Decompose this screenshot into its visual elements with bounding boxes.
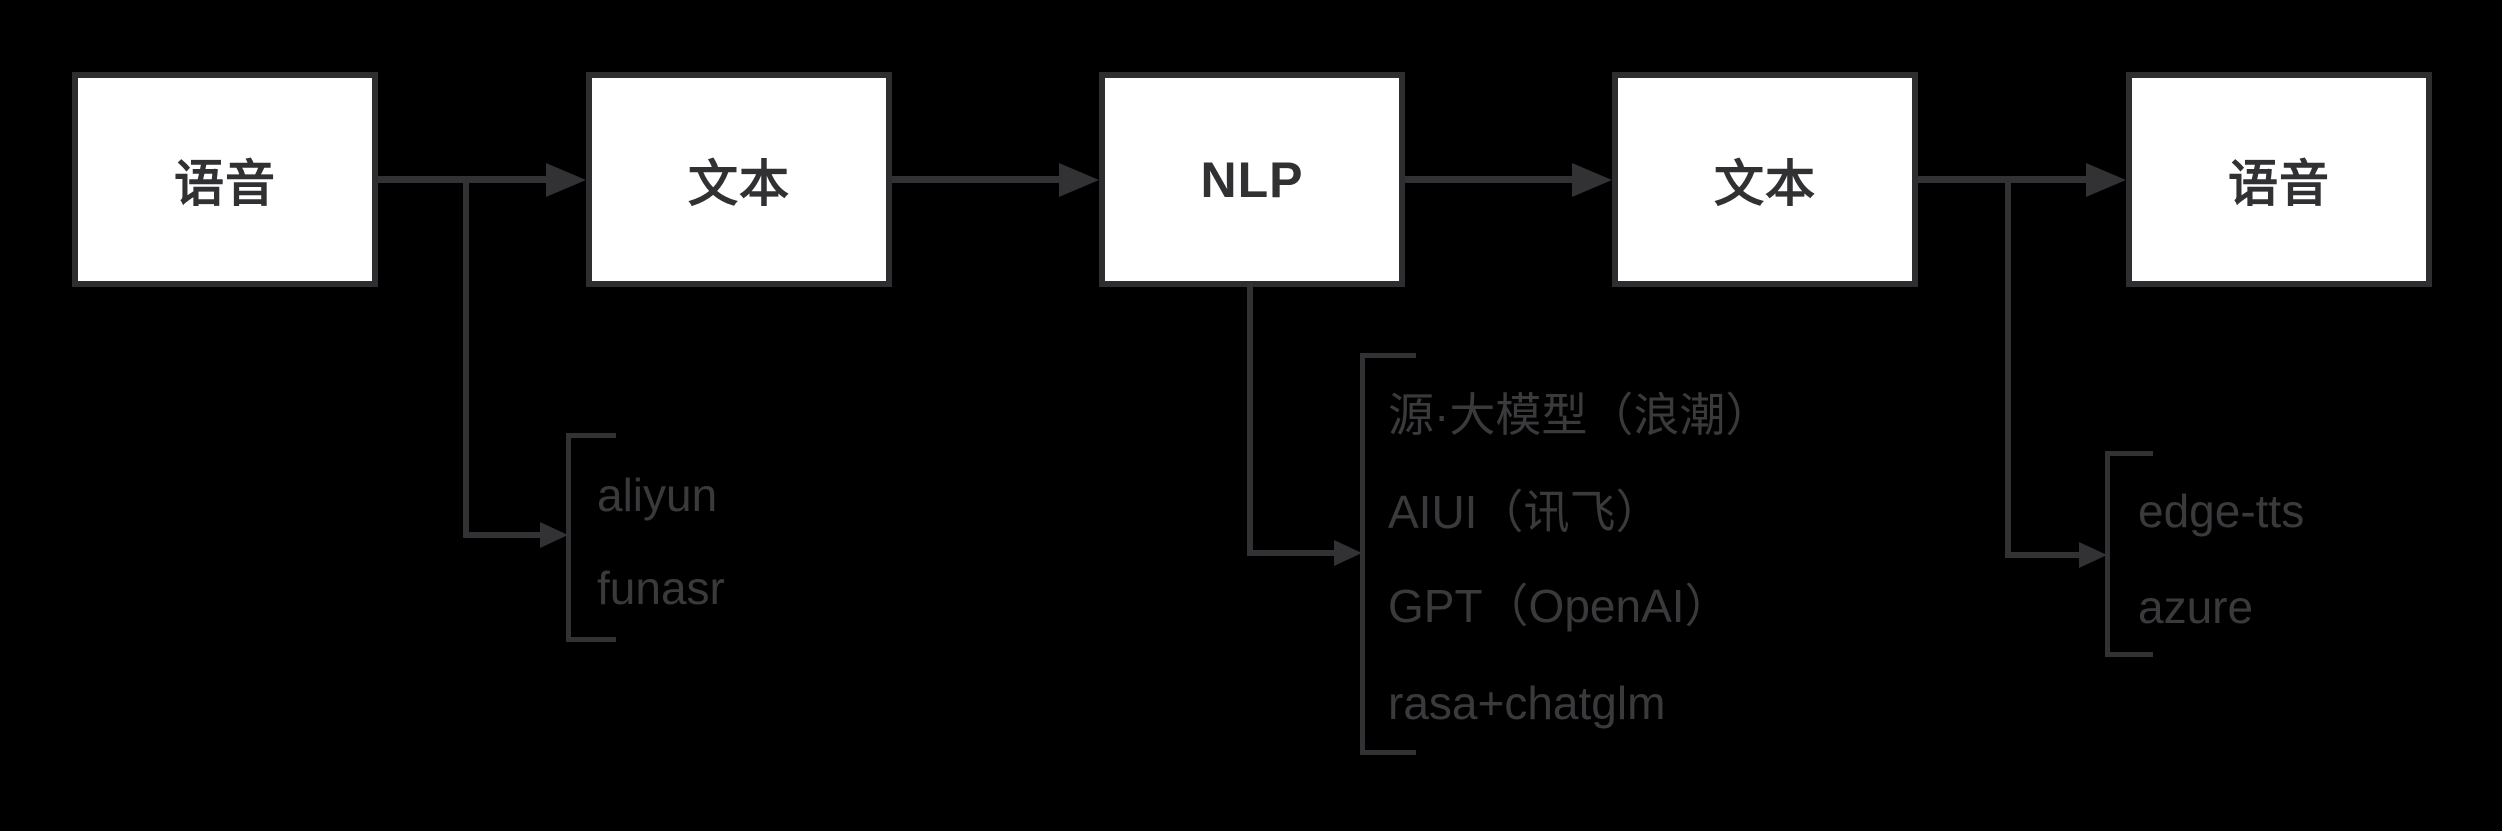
nlp-option-gpt: GPT（OpenAI） [1388,580,1731,632]
box-label-voice-input: 语音 [174,155,276,212]
arrowhead-2-icon [1059,163,1099,197]
asr-branch-hline [463,532,540,538]
flow-box-nlp: NLP [1099,72,1405,287]
box-label-text-asr: 文本 [688,155,790,212]
tts-branch-vline [2005,180,2011,558]
tts-options-bracket [2105,451,2153,657]
asr-option-funasr: funasr [597,562,725,614]
arrow-line-1 [378,176,548,183]
nlp-branch-arrowhead-icon [1334,540,1362,566]
asr-branch-arrowhead-icon [540,522,568,548]
asr-options-bracket [566,433,616,642]
nlp-options-bracket [1360,353,1416,755]
tts-branch-arrowhead-icon [2079,542,2107,568]
asr-option-aliyun: aliyun [597,469,718,521]
nlp-option-aiui: AIUI（讯飞） [1388,486,1662,538]
flow-box-text-asr: 文本 [586,72,892,287]
arrowhead-4-icon [2086,163,2126,197]
tts-branch-hline [2005,552,2079,558]
arrow-line-4 [1918,176,2088,183]
flow-box-voice-output: 语音 [2126,72,2432,287]
nlp-option-yuan: 源·大模型（浪潮） [1388,389,1772,441]
tts-option-edge-tts: edge-tts [2138,485,2305,537]
box-label-text-tts: 文本 [1714,155,1816,212]
flow-box-voice-input: 语音 [72,72,378,287]
box-label-nlp: NLP [1200,151,1304,208]
tts-option-azure: azure [2138,581,2254,633]
box-label-voice-output: 语音 [2228,155,2330,212]
arrow-line-3 [1405,176,1574,183]
flow-box-text-tts: 文本 [1612,72,1918,287]
arrowhead-3-icon [1572,163,1612,197]
nlp-branch-vline [1247,283,1253,556]
nlp-option-rasa: rasa+chatglm [1388,677,1666,729]
nlp-branch-hline [1247,550,1334,556]
arrowhead-1-icon [546,163,586,197]
arrow-line-2 [892,176,1061,183]
asr-branch-vline [463,180,469,538]
